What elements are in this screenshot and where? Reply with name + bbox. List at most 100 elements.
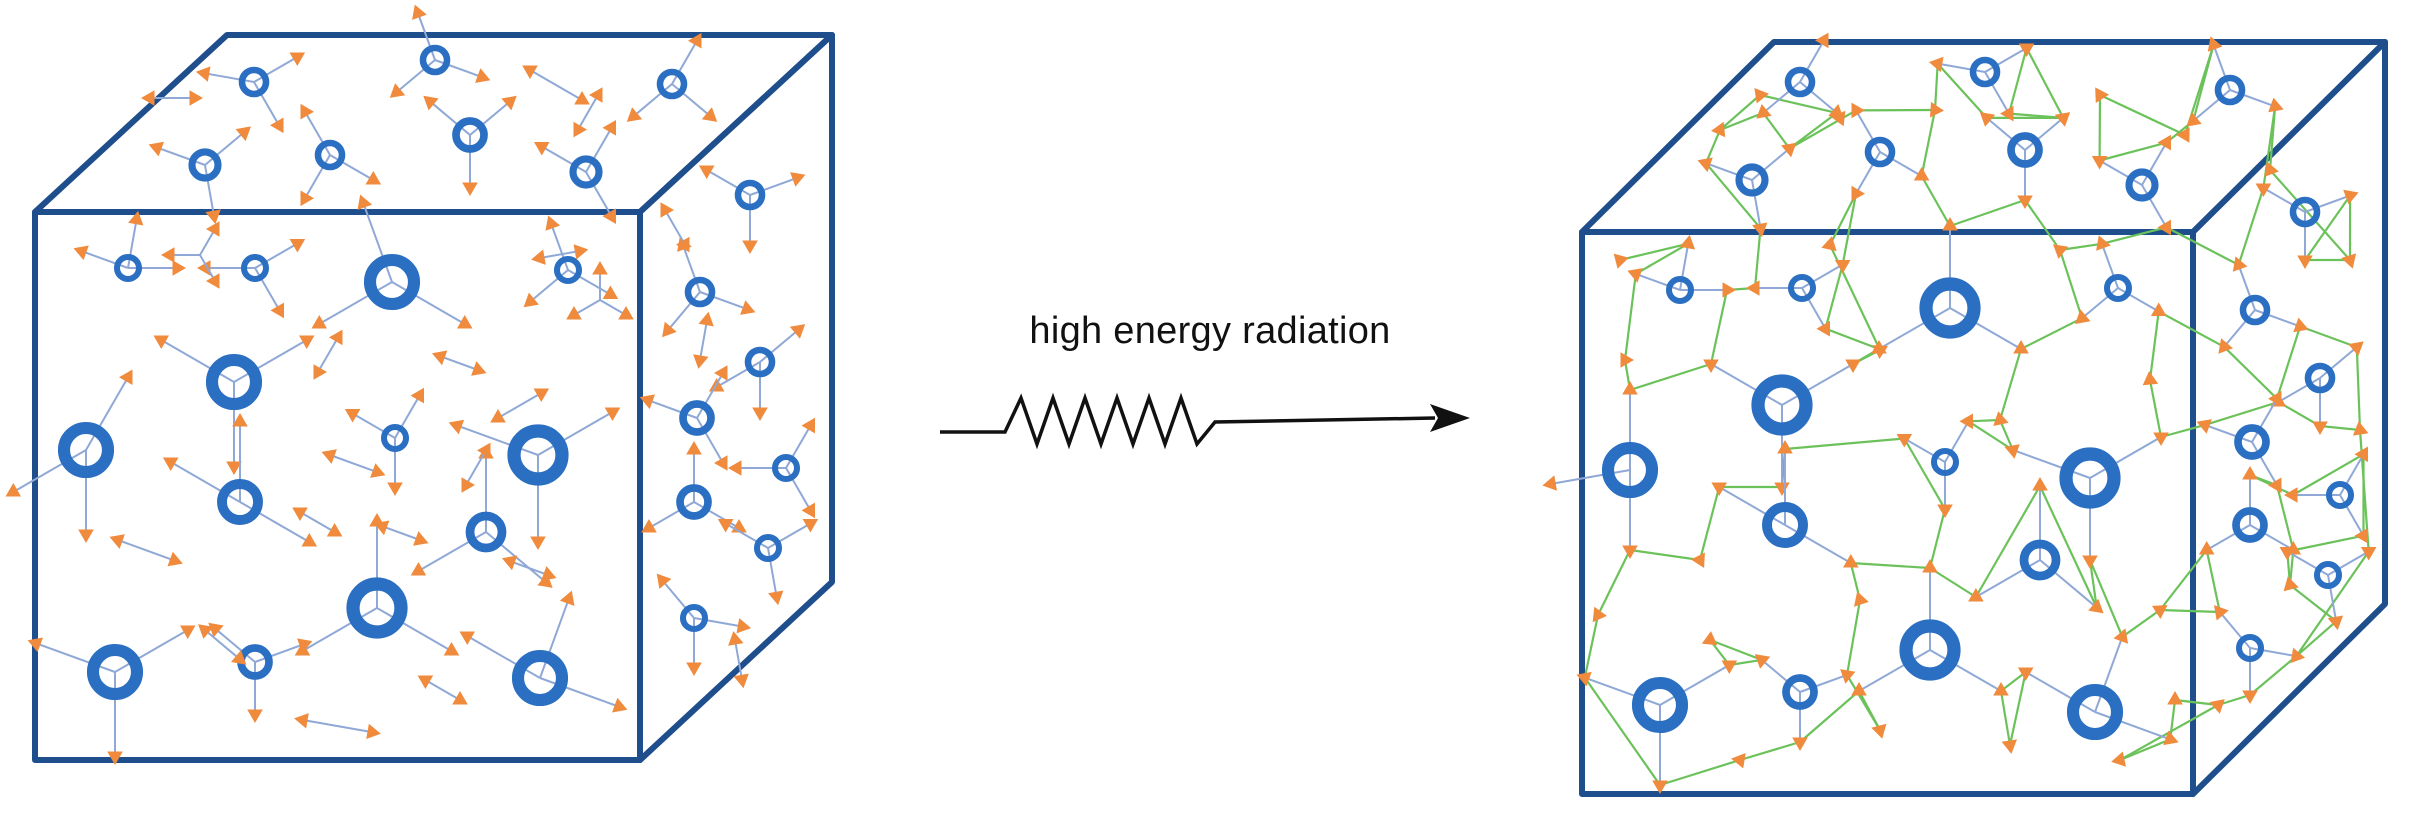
reactive-end-group (2054, 112, 2071, 127)
monomer-arm (2025, 671, 2096, 713)
monomer-arm (35, 642, 116, 673)
reactive-end-group (107, 751, 123, 765)
monomer-arm (117, 539, 175, 562)
reactive-end-group (676, 236, 690, 253)
monomer-arm (539, 677, 620, 708)
monomer (639, 365, 728, 471)
monomer-arm (253, 81, 280, 126)
crosslink-bond (2159, 608, 2220, 614)
reactive-end-group (602, 285, 619, 299)
reactive-end-group (740, 300, 756, 315)
reactive-end-group (530, 536, 546, 550)
core-ring (771, 453, 801, 483)
core-ring (2304, 362, 2336, 394)
monomer-arm (671, 83, 711, 117)
crosslink-bond (1788, 112, 1838, 150)
reactive-end-group (2360, 547, 2377, 561)
small-monomer (693, 311, 714, 369)
monomer-arm (362, 202, 393, 283)
monomer-arm (2237, 264, 2256, 311)
core-ring (656, 68, 688, 100)
reactive-end-group (1831, 110, 1846, 127)
reactive-end-group (1993, 411, 2009, 426)
monomer-arm (1855, 109, 1881, 153)
reactive-end-group (289, 52, 306, 66)
monomer (1703, 359, 1861, 496)
monomer (27, 625, 196, 765)
reactive-end-group (602, 120, 616, 136)
crosslink-bond (1619, 242, 1689, 262)
crosslink-bond (1949, 198, 2026, 228)
reactive-end-group (1781, 142, 1797, 158)
monomer (2196, 390, 2282, 494)
reactive-end-group (2157, 219, 2171, 236)
reactive-end-group (167, 551, 183, 567)
monomer-arm (1584, 676, 1661, 706)
monomer-arm (2094, 636, 2124, 713)
reactive-end-group (789, 324, 806, 339)
reactive-end-group (329, 329, 343, 346)
reactive-end-group (626, 107, 643, 122)
crosslink-bond (2059, 242, 2103, 252)
reactive-end-group (2354, 446, 2368, 463)
reactive-end-group (389, 83, 406, 98)
monomer (2017, 628, 2179, 746)
crosslink-bond (2299, 325, 2358, 349)
core-ring (679, 400, 715, 436)
monomer-arm (529, 69, 583, 101)
crosslink-bond (1705, 162, 1762, 230)
reactive-end-group (790, 172, 806, 187)
monomer-arm (2229, 89, 2276, 108)
monomer-arm (497, 392, 542, 419)
monomer (2279, 547, 2377, 631)
reactive-end-group (656, 573, 672, 589)
reactive-end-group (698, 311, 714, 327)
reactive-end-group (270, 302, 284, 319)
reactive-end-group (300, 190, 314, 207)
reactive-end-group (1697, 157, 1713, 173)
monomer-arm (465, 449, 487, 486)
crosslink-bond (2275, 326, 2302, 400)
reactive-end-group (1816, 320, 1830, 337)
monomer-arm (2192, 89, 2231, 122)
core-ring (1751, 374, 1813, 436)
reactive-end-group (502, 555, 518, 571)
core-ring (2214, 74, 2246, 106)
arrow-head (1430, 404, 1470, 432)
reactive-end-group (1993, 682, 2009, 696)
reactive-end-group (2348, 341, 2364, 356)
reactive-end-group (1721, 660, 1738, 674)
small-monomer (566, 261, 634, 320)
reactive-end-group (573, 121, 587, 138)
core-ring (57, 421, 115, 479)
reactive-end-group (574, 91, 590, 105)
reactive-end-group (802, 519, 819, 533)
reactive-end-group (1722, 282, 1736, 298)
reactive-end-group (2153, 432, 2169, 446)
reactive-end-group (2150, 302, 2167, 316)
reactive-end-group (2312, 421, 2328, 435)
reactive-end-group (2232, 256, 2248, 272)
reactive-end-group (1840, 669, 1856, 684)
reactive-end-group (2354, 527, 2368, 544)
core-ring (2313, 560, 2343, 590)
reactive-end-group (270, 117, 284, 134)
monomer-arm (2212, 44, 2231, 91)
monomer-arm (424, 679, 461, 701)
reactive-end-group (2255, 183, 2272, 197)
reactive-end-group (477, 442, 491, 459)
monomer-arm (204, 164, 215, 216)
reactive-end-group (2167, 691, 2183, 705)
small-monomer (417, 675, 468, 705)
core-ring (1665, 275, 1695, 305)
monomer-arm (1858, 649, 1931, 692)
monomer-arm (1801, 287, 1827, 330)
monomer (708, 324, 806, 421)
reactive-end-group (2268, 477, 2282, 494)
monomer (208, 622, 313, 723)
monomer-arm (1679, 243, 1690, 291)
crosslink-bond (1974, 485, 2041, 598)
crosslink-bond (1903, 437, 1946, 510)
reactive-end-group (311, 315, 327, 329)
